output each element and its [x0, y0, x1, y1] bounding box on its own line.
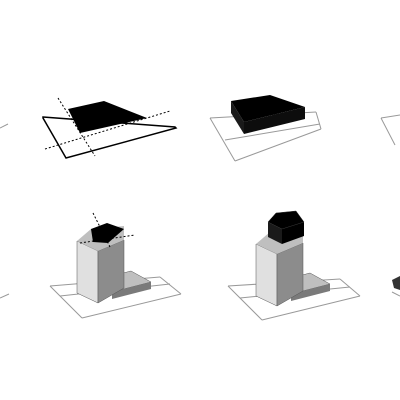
panel-step-4-partial [380, 114, 400, 146]
black-cap [91, 223, 124, 243]
tower-front [255, 243, 278, 307]
panel-step-3-extruded-slab [209, 95, 322, 162]
l-arm-side [112, 282, 151, 299]
slab-front [231, 101, 244, 134]
ground-plane [42, 116, 178, 159]
panel-step-1-partial [0, 123, 9, 129]
tower-side [276, 242, 304, 307]
panel-step-7-l-block-with-extruded-cap [227, 210, 361, 321]
partial-black-mark [392, 276, 400, 290]
black-footprint [68, 101, 147, 133]
panel-step-6-l-block-with-cap-guides [49, 212, 182, 319]
panel-step-8-partial [391, 276, 400, 297]
slab-top [231, 95, 305, 122]
dashed-guide [44, 110, 171, 150]
dashed-guide [57, 97, 96, 157]
panel-step-5-partial [0, 293, 10, 299]
panel-step-2-outline-plane [42, 97, 178, 159]
slab-side [244, 107, 305, 134]
l-arm-side [291, 284, 330, 301]
tower-front [76, 240, 99, 304]
cap-top [267, 210, 305, 230]
tower-side [97, 239, 125, 304]
dashed-guide [79, 234, 136, 244]
